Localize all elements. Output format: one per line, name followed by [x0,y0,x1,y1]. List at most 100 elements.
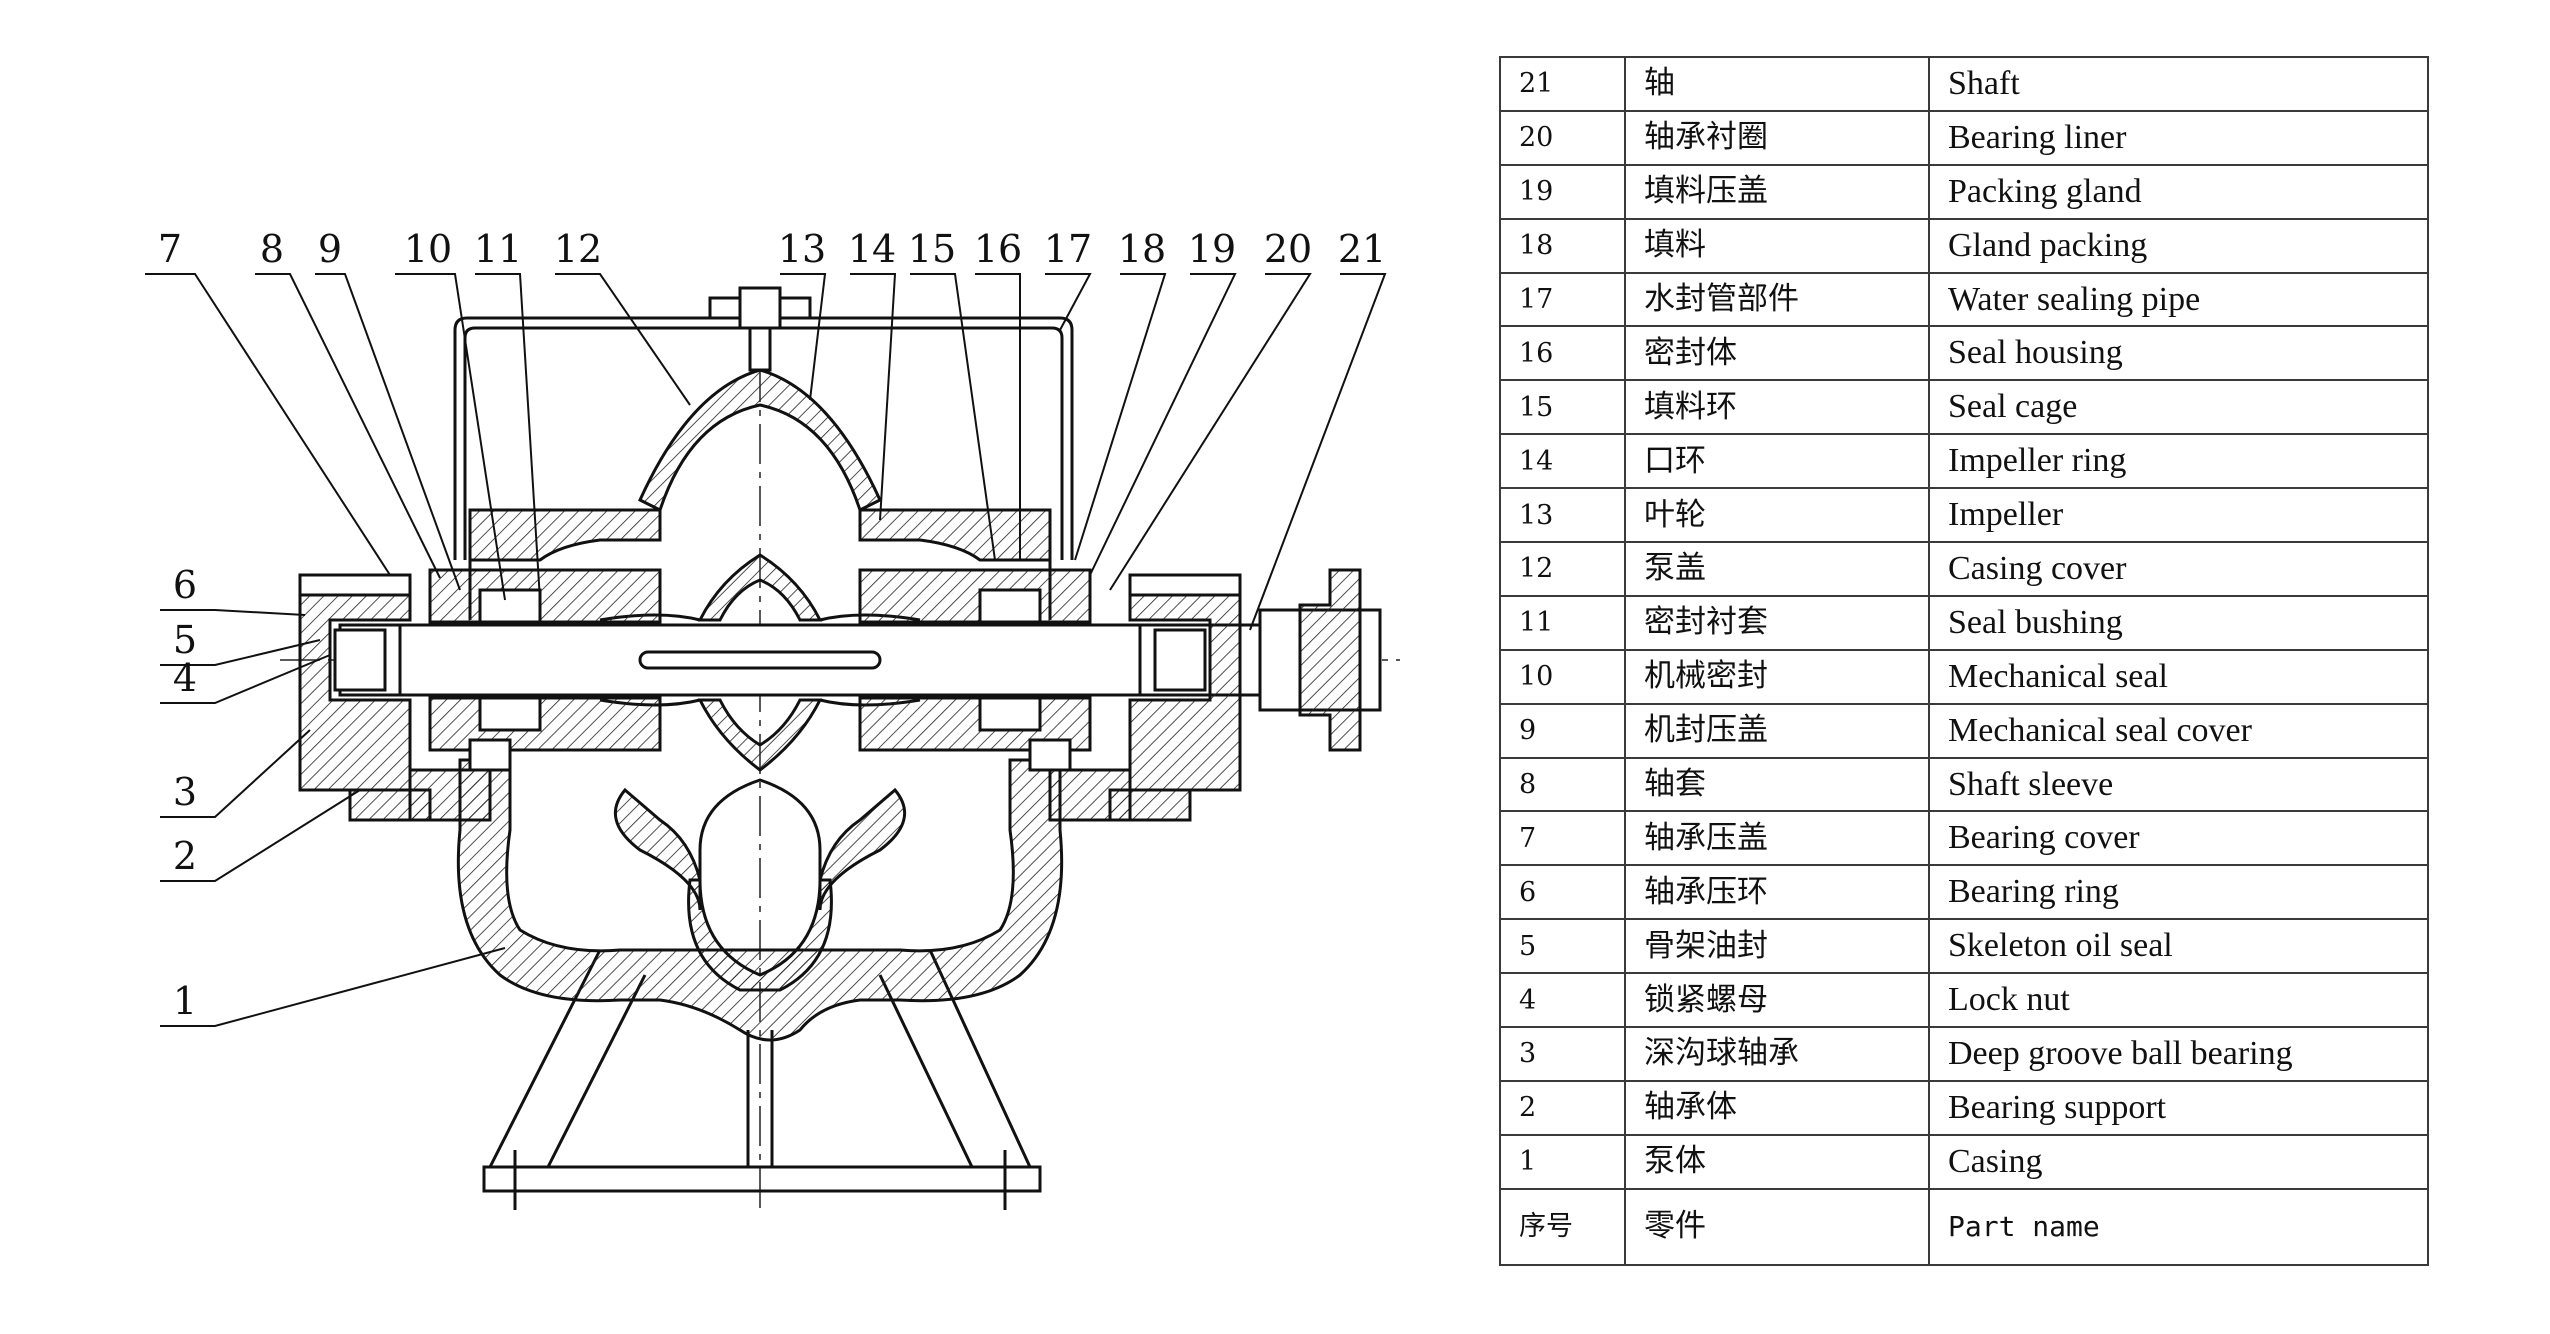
callout-9: 9 [318,227,342,271]
callout-6: 6 [173,563,197,607]
part-number: 16 [1499,325,1626,382]
part-name-english: Casing cover [1928,541,2429,597]
casing-cover [468,323,1052,620]
part-number: 6 [1499,864,1626,921]
part-name-chinese: 深沟球轴承 [1624,1026,1930,1082]
callout-10: 10 [404,227,452,271]
part-name-english: Seal housing [1928,325,2429,382]
part-number: 7 [1499,810,1626,867]
part-number: 15 [1499,379,1626,436]
header-part-name: Part name [1928,1187,2429,1266]
part-number: 1 [1499,1133,1626,1190]
part-name-chinese: 密封体 [1624,325,1930,382]
part-number: 3 [1499,1026,1626,1082]
part-number: 5 [1499,918,1626,975]
seal-assemblies [428,568,1092,772]
part-name-chinese: 泵体 [1624,1133,1930,1190]
callout-3: 3 [173,770,197,814]
pump-cross-section-drawing: 7 8 9 10 11 12 13 14 15 16 17 18 19 20 2… [145,227,1400,1215]
leader-lines [145,273,1387,1027]
part-name-english: Shaft [1928,56,2429,112]
callout-labels: 7 8 9 10 11 12 13 14 15 16 17 18 19 20 2… [158,227,1386,1023]
part-name-english: Water sealing pipe [1928,271,2429,328]
part-name-chinese: 轴承压盖 [1624,810,1930,867]
part-name-english: Bearing liner [1928,109,2429,166]
callout-13: 13 [778,227,826,271]
part-number: 20 [1499,109,1626,166]
callout-2: 2 [173,834,197,878]
part-name-english: Lock nut [1928,972,2429,1029]
callout-17: 17 [1044,227,1092,271]
part-number: 21 [1499,56,1626,112]
shaft-coupling [1258,568,1382,752]
callout-16: 16 [974,227,1022,271]
part-name-chinese: 填料 [1624,217,1930,274]
part-name-chinese: 水封管部件 [1624,271,1930,328]
part-name-chinese: 轴套 [1624,756,1930,813]
callout-11: 11 [474,227,522,271]
part-name-chinese: 锁紧螺母 [1624,972,1930,1029]
part-name-chinese: 填料环 [1624,379,1930,436]
part-number: 4 [1499,972,1626,1029]
part-number: 18 [1499,217,1626,274]
part-number: 8 [1499,756,1626,813]
part-name-chinese: 泵盖 [1624,541,1930,597]
part-name-chinese: 轴承衬圈 [1624,109,1930,166]
part-name-english: Impeller ring [1928,433,2429,490]
part-name-english: Deep groove ball bearing [1928,1026,2429,1082]
part-name-chinese: 密封衬套 [1624,594,1930,651]
part-name-english: Shaft sleeve [1928,756,2429,813]
right-bearing-assembly [1048,573,1242,822]
part-name-chinese: 轴承体 [1624,1079,1930,1136]
callout-5: 5 [173,618,197,662]
part-number: 12 [1499,541,1626,597]
part-name-english: Packing gland [1928,163,2429,220]
part-name-english: Mechanical seal cover [1928,702,2429,759]
water-sealing-pipe [453,286,1074,560]
header-part: 零件 [1624,1187,1930,1266]
part-name-chinese: 骨架油封 [1624,918,1930,975]
part-number: 14 [1499,433,1626,490]
part-name-english: Impeller [1928,487,2429,544]
part-name-english: Skeleton oil seal [1928,918,2429,975]
callout-20: 20 [1264,227,1312,271]
part-name-english: Bearing cover [1928,810,2429,867]
part-name-chinese: 轴 [1624,56,1930,112]
part-name-chinese: 叶轮 [1624,487,1930,544]
part-name-chinese: 填料压盖 [1624,163,1930,220]
callout-4: 4 [173,656,197,700]
part-name-english: Bearing support [1928,1079,2429,1136]
callout-19: 19 [1188,227,1236,271]
part-name-english: Mechanical seal [1928,648,2429,705]
part-number: 17 [1499,271,1626,328]
part-number: 19 [1499,163,1626,220]
part-name-chinese: 机封压盖 [1624,702,1930,759]
part-name-chinese: 轴承压环 [1624,864,1930,921]
callout-12: 12 [554,227,602,271]
callout-18: 18 [1118,227,1166,271]
callout-8: 8 [260,227,284,271]
part-number: 10 [1499,648,1626,705]
part-name-english: Casing [1928,1133,2429,1190]
pump-casing [456,758,1064,1042]
callout-1: 1 [173,979,197,1023]
left-bearing-assembly [298,573,492,822]
